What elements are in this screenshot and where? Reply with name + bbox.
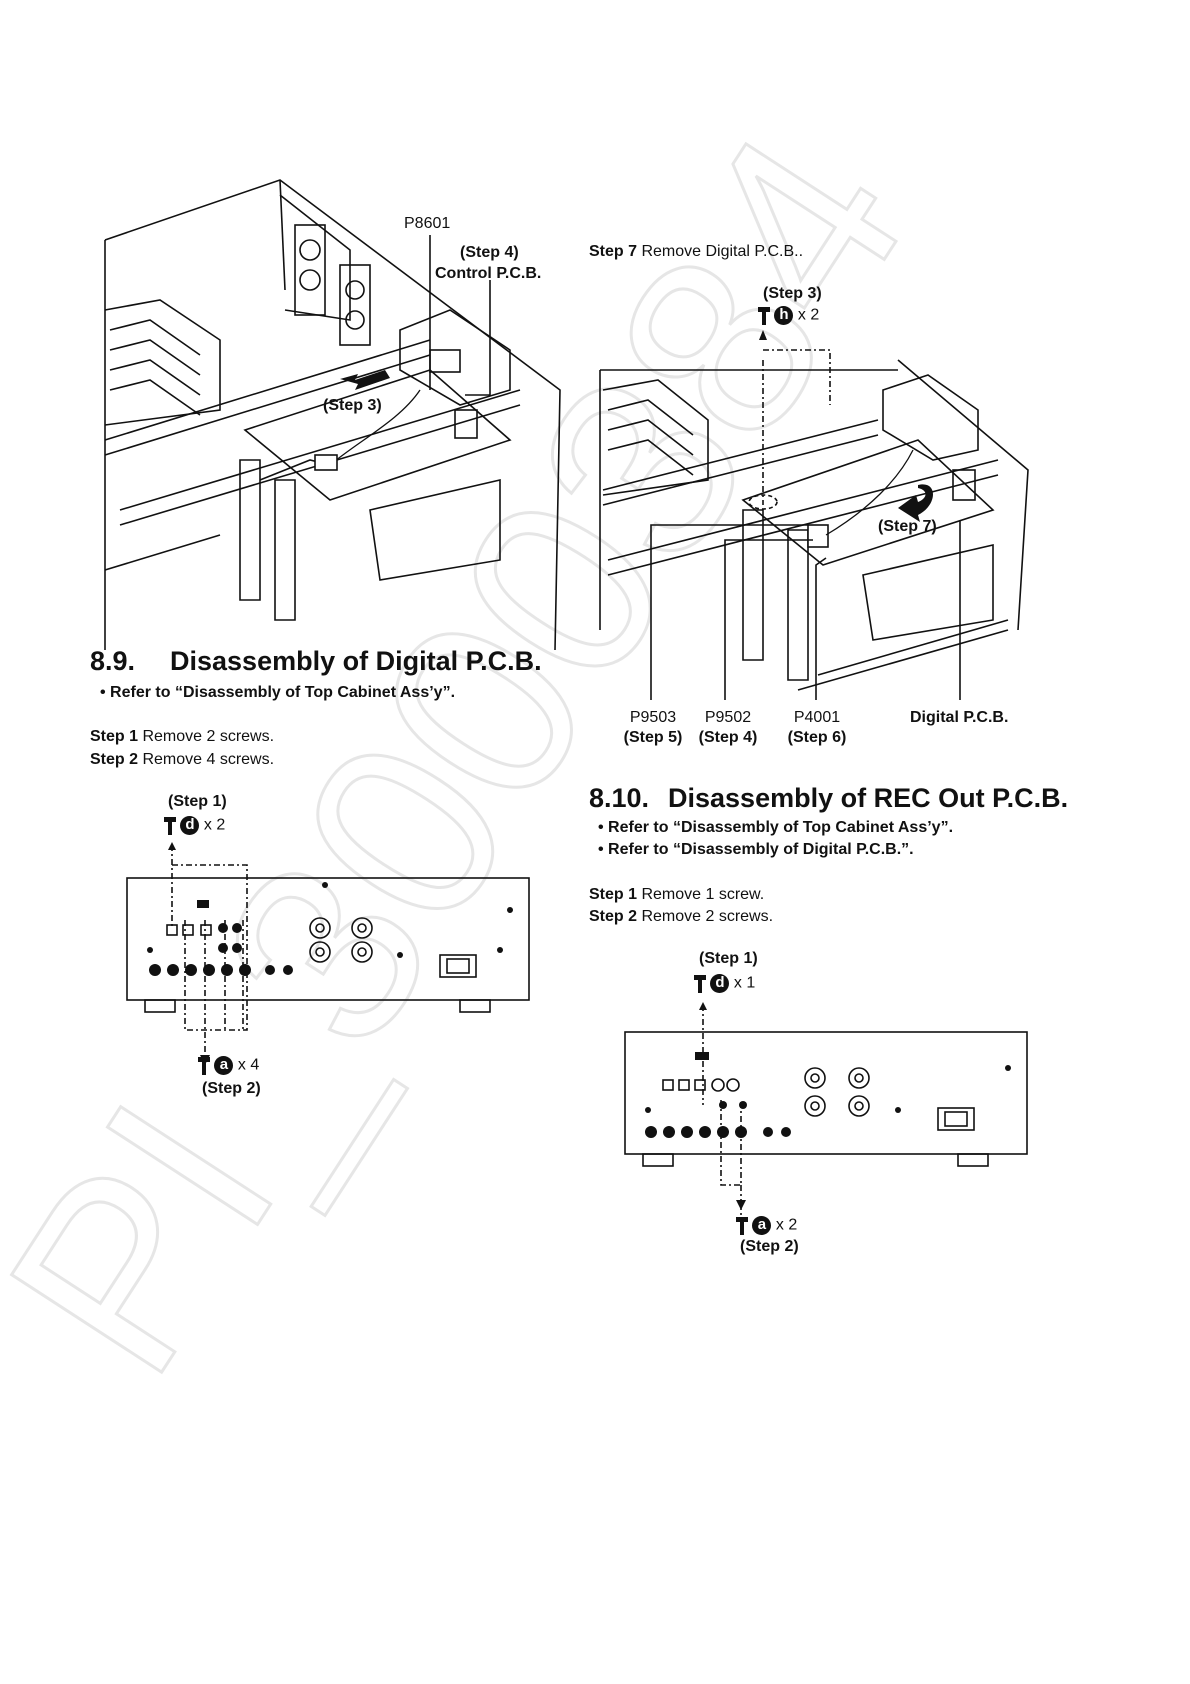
- callout-p4001: P4001 (Step 6): [786, 710, 848, 746]
- figure-control-pcb: [104, 179, 561, 651]
- section-title: Disassembly of Digital P.C.B.: [170, 646, 542, 676]
- fig2-screw-callout-bottom: a x 4: [198, 1056, 259, 1075]
- screw-type-badge: a: [752, 1216, 772, 1235]
- section-8-9-heading: 8.9. Disassembly of Digital P.C.B.: [90, 646, 542, 677]
- step-text: Remove 2 screws.: [138, 728, 275, 745]
- screw-type-badge: h: [774, 306, 794, 325]
- fig4-screw-callout-top: d x 1: [694, 974, 755, 993]
- fig4-step2-label: (Step 2): [740, 1238, 799, 1255]
- callout-name: Digital P.C.B.: [910, 709, 1009, 726]
- control-pcb-label: Control P.C.B.: [435, 265, 542, 282]
- figure-digital-pcb: [599, 330, 1029, 700]
- step-line-1: Step 1 Remove 1 screw.: [589, 886, 764, 904]
- reference-note: • Refer to “Disassembly of Top Cabinet A…: [100, 684, 456, 701]
- step-text: Remove 4 screws.: [138, 751, 275, 768]
- step-text: Remove 1 screw.: [637, 886, 765, 903]
- step-label: Step 1: [589, 886, 638, 903]
- section-8-10-heading: 8.10. Disassembly of REC Out P.C.B.: [589, 783, 1068, 814]
- screw-icon: [736, 1216, 748, 1235]
- screw-count: x 1: [733, 974, 756, 992]
- fig2-step1-label: (Step 1): [168, 793, 227, 810]
- section-number: 8.10.: [589, 783, 650, 813]
- section-title: Disassembly of REC Out P.C.B.: [668, 783, 1069, 813]
- screw-count: x 4: [237, 1056, 260, 1074]
- step-label: Step 7: [589, 243, 638, 260]
- fig4-screw-callout-bottom: a x 2: [736, 1216, 797, 1235]
- step-text: Remove Digital P.C.B..: [637, 243, 804, 260]
- fig2-step2-label: (Step 2): [202, 1080, 261, 1097]
- screw-count: x 2: [775, 1216, 798, 1234]
- step-text: Remove 2 screws.: [637, 908, 774, 925]
- callout-name: P9502: [704, 709, 752, 726]
- reference-note-1: • Refer to “Disassembly of Top Cabinet A…: [598, 819, 954, 836]
- callout-step: (Step 5): [623, 729, 683, 746]
- callout-step: (Step 4): [698, 729, 758, 746]
- fig3-screw-callout: h x 2: [758, 306, 819, 325]
- section-number: 8.9.: [90, 646, 136, 676]
- callout-step: (Step 6): [787, 729, 847, 746]
- screw-icon: [164, 816, 176, 835]
- figure-rear-panel-rec-out: [624, 1002, 1028, 1215]
- callout-name: P4001: [793, 709, 841, 726]
- step-label: Step 2: [589, 908, 638, 925]
- callout-p9503: P9503 (Step 5): [622, 710, 684, 746]
- callout-digital-pcb: Digital P.C.B.: [910, 710, 1008, 726]
- step-line-2: Step 2 Remove 4 screws.: [90, 751, 274, 769]
- step4-label: (Step 4): [460, 244, 519, 261]
- callout-name: P9503: [629, 709, 677, 726]
- screw-count: x 2: [797, 306, 820, 324]
- screw-count: x 2: [203, 816, 226, 834]
- screw-type-badge: d: [180, 816, 200, 835]
- fig3-step3-label: (Step 3): [763, 285, 822, 302]
- fig2-screw-callout-top: d x 2: [164, 816, 225, 835]
- step-label: Step 1: [90, 728, 139, 745]
- fig3-step7-label: (Step 7): [878, 518, 937, 535]
- reference-note-2: • Refer to “Disassembly of Digital P.C.B…: [598, 841, 914, 858]
- screw-type-badge: d: [710, 974, 730, 993]
- figure-rear-panel-digital: [126, 842, 530, 1070]
- screw-icon: [758, 306, 770, 325]
- screw-icon: [694, 974, 706, 993]
- callout-p9502: P9502 (Step 4): [697, 710, 759, 746]
- connector-p8601-label: P8601: [404, 215, 451, 232]
- screw-type-badge: a: [214, 1056, 234, 1075]
- step7-line: Step 7 Remove Digital P.C.B..: [589, 243, 803, 261]
- step-label: Step 2: [90, 751, 139, 768]
- fig4-step1-label: (Step 1): [699, 950, 758, 967]
- step-line-1: Step 1 Remove 2 screws.: [90, 728, 274, 746]
- step3-label: (Step 3): [323, 397, 382, 414]
- screw-icon: [198, 1056, 210, 1075]
- step-line-2: Step 2 Remove 2 screws.: [589, 908, 773, 926]
